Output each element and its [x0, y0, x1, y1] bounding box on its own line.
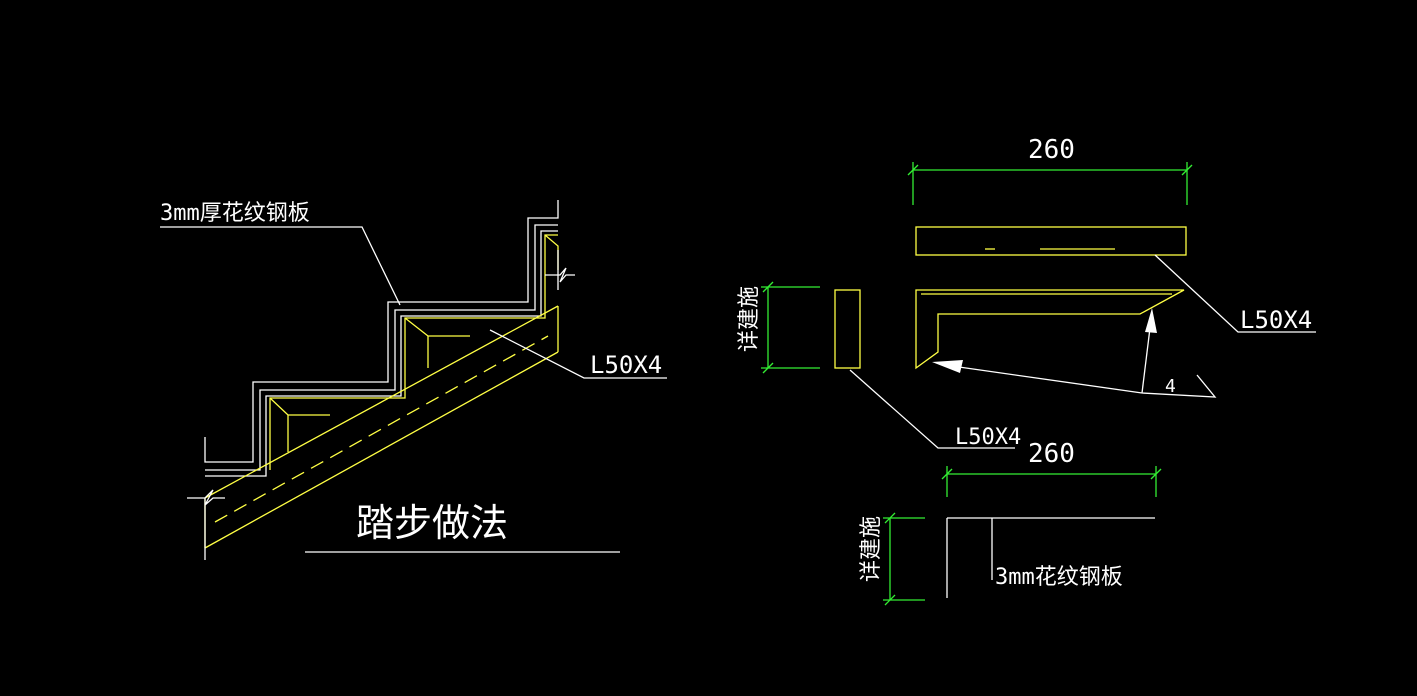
- angle-label-right: L50X4: [1240, 306, 1312, 334]
- plate-section: 260 详建施 3mm花纹钢板: [859, 439, 1162, 606]
- angle-label: L50X4: [590, 351, 662, 379]
- plate-height-dim-text: 详建施: [859, 516, 884, 582]
- weld-arrowhead-left: [932, 360, 963, 373]
- weld-arrows: 4: [932, 308, 1217, 398]
- plate-outline: [946, 517, 1155, 598]
- bottom-angle: [915, 289, 1185, 370]
- width-dimension: [907, 162, 1193, 205]
- plate-width-dim-text: 260: [1028, 439, 1075, 469]
- tread-section: 260 4 L50X4 详建施: [737, 135, 1316, 450]
- top-plate: [915, 226, 1187, 256]
- angle-leader: [489, 329, 667, 379]
- weld-size: 4: [1165, 376, 1176, 397]
- plate-leader: [160, 226, 401, 306]
- plate-label: 3mm厚花纹钢板: [160, 201, 310, 226]
- height-dim-text: 详建施: [737, 286, 762, 352]
- small-angle-leader: [849, 369, 1015, 449]
- plate-height-dimension: [883, 512, 925, 606]
- plate-section-label: 3mm花纹钢板: [995, 565, 1123, 590]
- height-dimension: [761, 281, 820, 374]
- stair-detail: 3mm厚花纹钢板 L50X4 踏步做法: [160, 200, 667, 560]
- angle-right-leader: [1154, 254, 1316, 333]
- width-dim-text: 260: [1028, 135, 1075, 165]
- detail-title: 踏步做法: [356, 501, 508, 545]
- break-marks: [187, 250, 575, 560]
- weld-arrowhead-up: [1145, 308, 1157, 333]
- plate-width-dimension: [941, 466, 1162, 497]
- angle-label-small: L50X4: [955, 425, 1021, 450]
- small-angle: [834, 289, 861, 369]
- stair-outline: [204, 200, 559, 477]
